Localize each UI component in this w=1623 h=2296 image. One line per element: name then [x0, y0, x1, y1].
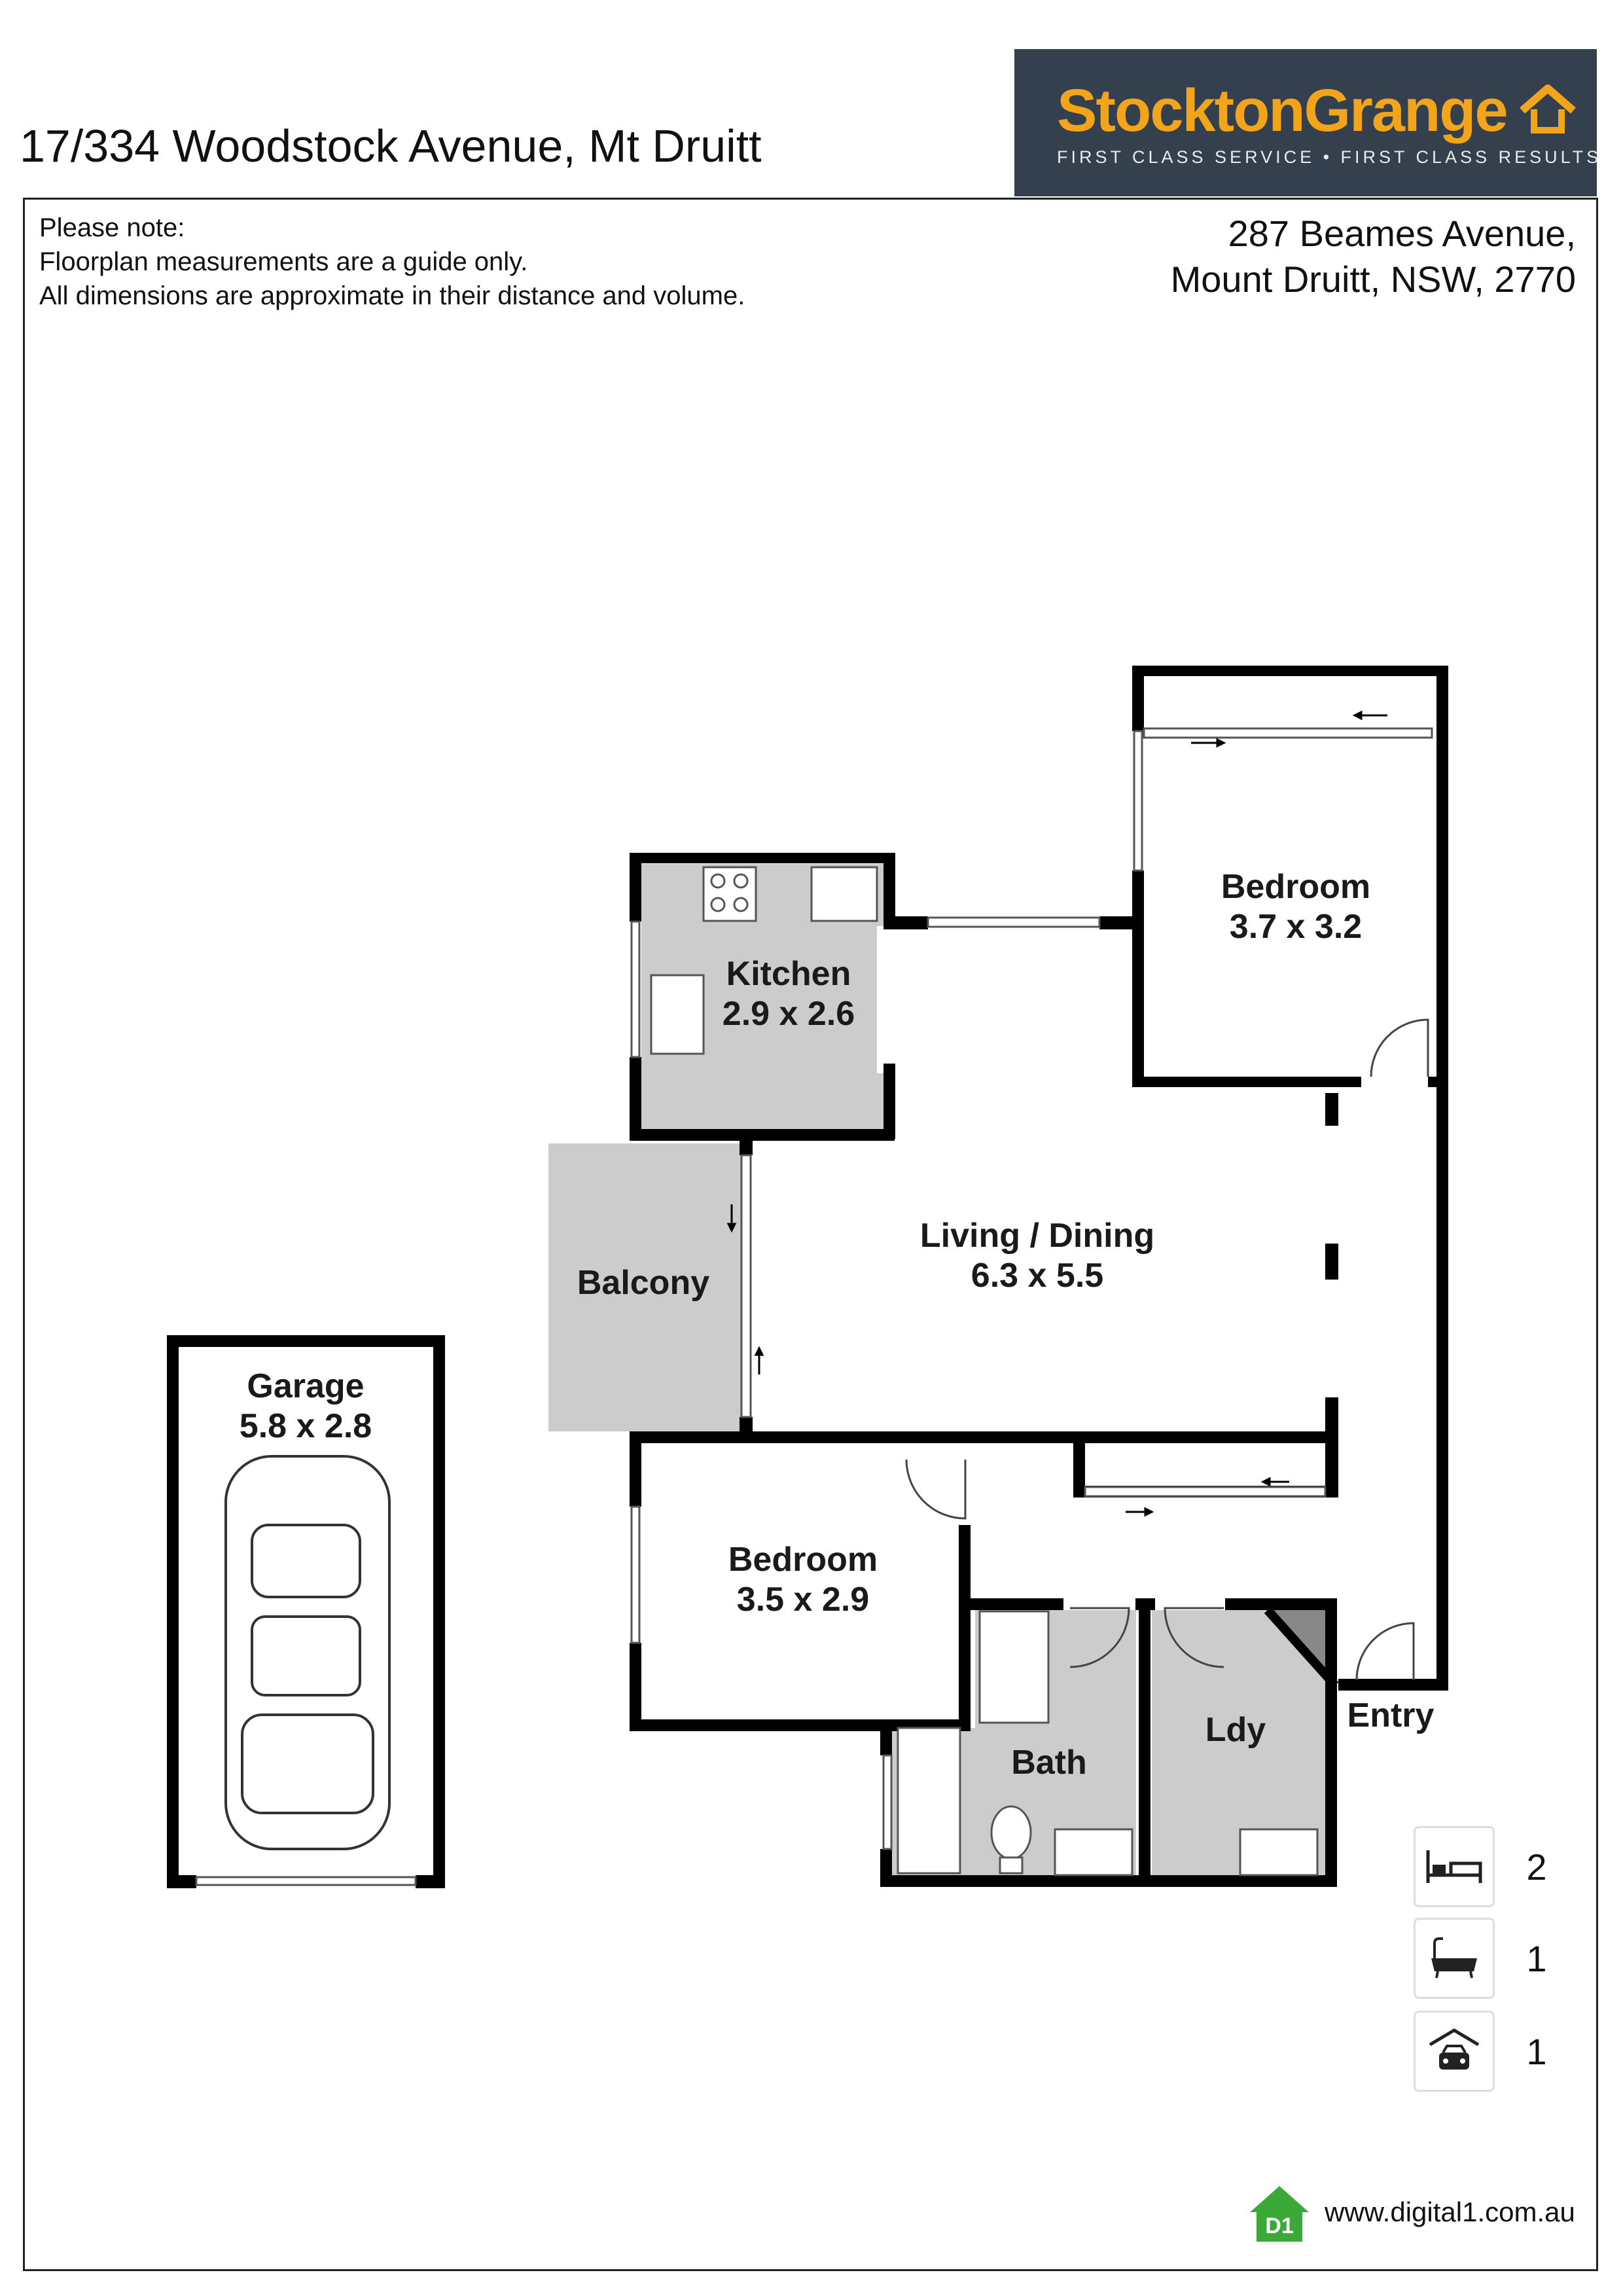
- office-street: 287 Beames Avenue,: [1228, 213, 1576, 254]
- bedroom-count: 2: [1526, 1846, 1547, 1888]
- address-title: 17/334 Woodstock Avenue, Mt Druitt: [20, 120, 762, 171]
- sliding-door-arrows: [726, 710, 1387, 1517]
- logo-name: StocktonGrange: [1057, 77, 1508, 144]
- bathroom-count: 1: [1526, 1937, 1547, 1979]
- digital1-logo-icon: D1: [1250, 2186, 1309, 2242]
- stat-bedrooms: 2: [1414, 1826, 1556, 1907]
- bedroom2-size: 3.5 x 2.9: [737, 1581, 869, 1619]
- stat-garage: 1: [1414, 2011, 1556, 2092]
- kitchen-name: Kitchen: [726, 955, 851, 993]
- living-size: 6.3 x 5.5: [971, 1257, 1103, 1295]
- toilet: [990, 1805, 1032, 1860]
- garage-size: 5.8 x 2.8: [240, 1407, 372, 1445]
- windows: [195, 727, 1433, 1886]
- footer-url[interactable]: www.digital1.com.au: [1325, 2197, 1575, 2227]
- balcony-area: [548, 1143, 745, 1431]
- note-line: Floorplan measurements are a guide only.: [39, 247, 528, 276]
- door-swings: [905, 1018, 1429, 1681]
- agency-logo: StocktonGrange FIRST CLASS SERVICE • FIR…: [1014, 49, 1598, 196]
- stat-bathrooms: 1: [1414, 1918, 1556, 1999]
- disclaimer-note: Please note: Floorplan measurements are …: [39, 211, 745, 313]
- kitchen-size: 2.9 x 2.6: [722, 995, 855, 1033]
- note-line: All dimensions are approximate in their …: [39, 281, 745, 310]
- bath-name: Bath: [1011, 1744, 1087, 1782]
- shower: [897, 1727, 961, 1874]
- logo-tagline: FIRST CLASS SERVICE • FIRST CLASS RESULT…: [1057, 147, 1602, 167]
- bedroom1-size: 3.7 x 3.2: [1230, 908, 1362, 946]
- car-icon: [224, 1455, 391, 1850]
- balcony-name: Balcony: [577, 1264, 709, 1302]
- dishwasher: [810, 866, 878, 922]
- note-heading: Please note:: [39, 213, 185, 242]
- entry-name: Entry: [1347, 1696, 1435, 1734]
- plan-frame: [23, 198, 1598, 2271]
- living-name: Living / Dining: [920, 1217, 1154, 1255]
- kitchen-sink: [650, 974, 705, 1055]
- laundry-tub: [1239, 1828, 1319, 1876]
- office-suburb: Mount Druitt, NSW, 2770: [1170, 259, 1576, 300]
- bathtub-icon: [1414, 1918, 1495, 1999]
- footer-credit: D1 www.digital1.com.au: [1243, 2179, 1575, 2245]
- kitchen-floor: [641, 1073, 883, 1132]
- footer-badge: D1: [1265, 2214, 1293, 2238]
- office-address: 287 Beames Avenue, Mount Druitt, NSW, 27…: [1171, 211, 1576, 302]
- cooktop: [702, 866, 757, 922]
- bath-vanity: [1054, 1828, 1133, 1876]
- fixtures: [650, 866, 1319, 1876]
- bedroom1-name: Bedroom: [1221, 868, 1370, 906]
- bathtub: [978, 1610, 1050, 1724]
- bed-icon: [1414, 1826, 1495, 1907]
- laundry-name: Ldy: [1205, 1711, 1266, 1749]
- diagonal-wall: [1264, 1607, 1339, 1689]
- garage-count: 1: [1526, 2030, 1547, 2072]
- bedroom2-name: Bedroom: [728, 1541, 878, 1579]
- garage-name: Garage: [247, 1367, 364, 1405]
- garage-car-icon: [1414, 2011, 1495, 2092]
- house-roof-icon: [1520, 84, 1576, 134]
